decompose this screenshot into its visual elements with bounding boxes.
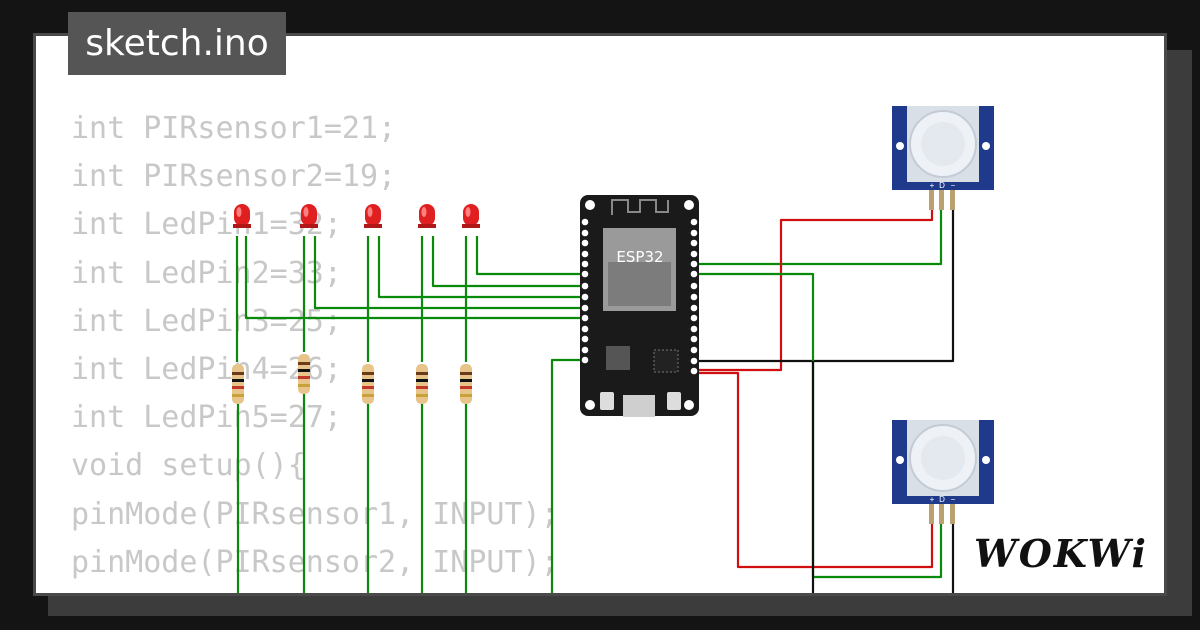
code-line: int LedPin5=27; bbox=[71, 400, 342, 436]
pir-sensor-2[interactable]: + D − bbox=[892, 420, 994, 524]
resistor-1[interactable] bbox=[232, 364, 244, 404]
code-line: int LedPin2=33; bbox=[71, 255, 342, 291]
wire-pir1-vcc bbox=[693, 195, 934, 372]
file-name-tab[interactable]: sketch.ino bbox=[68, 12, 286, 75]
pir2-pin-gnd-label: − bbox=[951, 495, 956, 504]
resistor-4[interactable] bbox=[416, 364, 428, 404]
pir2-pin-data-label: D bbox=[939, 495, 945, 504]
wire-pir1-gnd bbox=[693, 195, 955, 363]
led-1[interactable] bbox=[233, 204, 251, 228]
wire-led5 bbox=[475, 236, 585, 276]
pir1-pin-vcc-label: + bbox=[930, 181, 935, 190]
wire-pir2-vcc bbox=[693, 371, 934, 569]
led-4[interactable] bbox=[418, 204, 436, 228]
wire-esp-gnd bbox=[550, 358, 585, 593]
wire-led1 bbox=[244, 236, 585, 320]
led-2[interactable] bbox=[300, 204, 318, 228]
pir1-pin-gnd-label: − bbox=[951, 181, 956, 190]
wire-led3 bbox=[377, 236, 585, 299]
code-line: int LedPin3=25; bbox=[71, 303, 342, 339]
resistor-3[interactable] bbox=[362, 364, 374, 404]
led-5[interactable] bbox=[462, 204, 480, 228]
code-line: int PIRsensor2=19; bbox=[71, 159, 397, 195]
esp32-board[interactable]: ESP32 bbox=[580, 195, 699, 417]
resistor-2[interactable] bbox=[298, 354, 310, 394]
resistor-row bbox=[232, 354, 472, 404]
code-line: pinMode(PIRsensor2, INPUT); bbox=[71, 544, 559, 580]
wire-pir1-data bbox=[693, 195, 943, 266]
code-line: void setup(){ bbox=[71, 448, 306, 484]
pir-sensor-1[interactable]: + D − bbox=[892, 106, 994, 210]
resistor-5[interactable] bbox=[460, 364, 472, 404]
wire-led4 bbox=[431, 236, 585, 288]
pir2-pin-vcc-label: + bbox=[930, 495, 935, 504]
code-line: int PIRsensor1=21; bbox=[71, 111, 397, 146]
led-row bbox=[233, 204, 480, 228]
wokwi-logo: WOKWi bbox=[974, 528, 1146, 578]
wire-led2 bbox=[313, 236, 585, 310]
esp32-label: ESP32 bbox=[616, 248, 663, 266]
code-line: pinMode(PIRsensor1, INPUT); bbox=[71, 496, 559, 532]
led-3[interactable] bbox=[364, 204, 382, 228]
pir1-pin-data-label: D bbox=[939, 181, 945, 190]
